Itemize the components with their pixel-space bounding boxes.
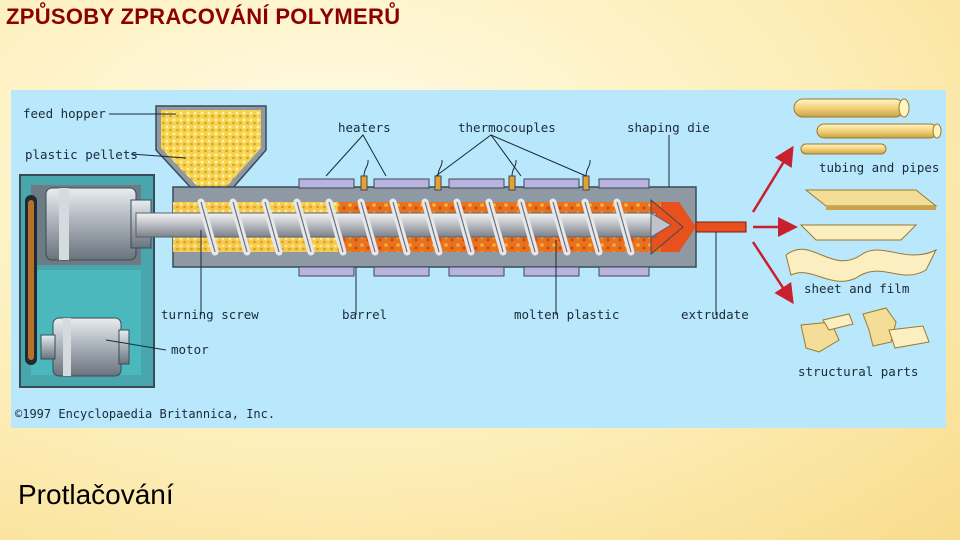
label-barrel: barrel [342,307,387,322]
slide-title: ZPŮSOBY ZPRACOVÁNÍ POLYMERŮ [6,4,401,29]
thermocouples [360,159,591,191]
copyright-text: ©1997 Encyclopaedia Britannica, Inc. [15,407,275,421]
drive-belt [25,195,37,365]
label-feed-hopper: feed hopper [23,106,106,121]
turning-screw [135,198,672,256]
tubing-pipes-product [793,98,942,155]
extruder-illustration: feed hopper plastic pellets heaters ther… [15,98,942,421]
label-tubing-pipes: tubing and pipes [819,160,939,175]
gearbox [45,187,152,261]
heaters-bottom [298,266,650,277]
label-thermocouples: thermocouples [458,120,556,135]
label-structural-parts: structural parts [798,364,918,379]
extrusion-diagram: feed hopper plastic pellets heaters ther… [11,90,946,428]
motor-icon [40,317,130,377]
label-shaping-die: shaping die [627,120,710,135]
label-molten-plastic: molten plastic [514,307,619,322]
label-turning-screw: turning screw [161,307,259,322]
structural-parts-product [800,307,930,353]
label-extrudate: extrudate [681,307,749,322]
label-sheet-film: sheet and film [804,281,909,296]
leader-lines [105,113,717,351]
heaters-top [298,178,650,189]
sheet-film-product [785,189,938,282]
output-arrows [751,145,798,305]
label-motor: motor [171,342,209,357]
label-plastic-pellets: plastic pellets [25,147,138,162]
label-heaters: heaters [338,120,391,135]
slide-subtitle: Protlačování [18,479,174,510]
